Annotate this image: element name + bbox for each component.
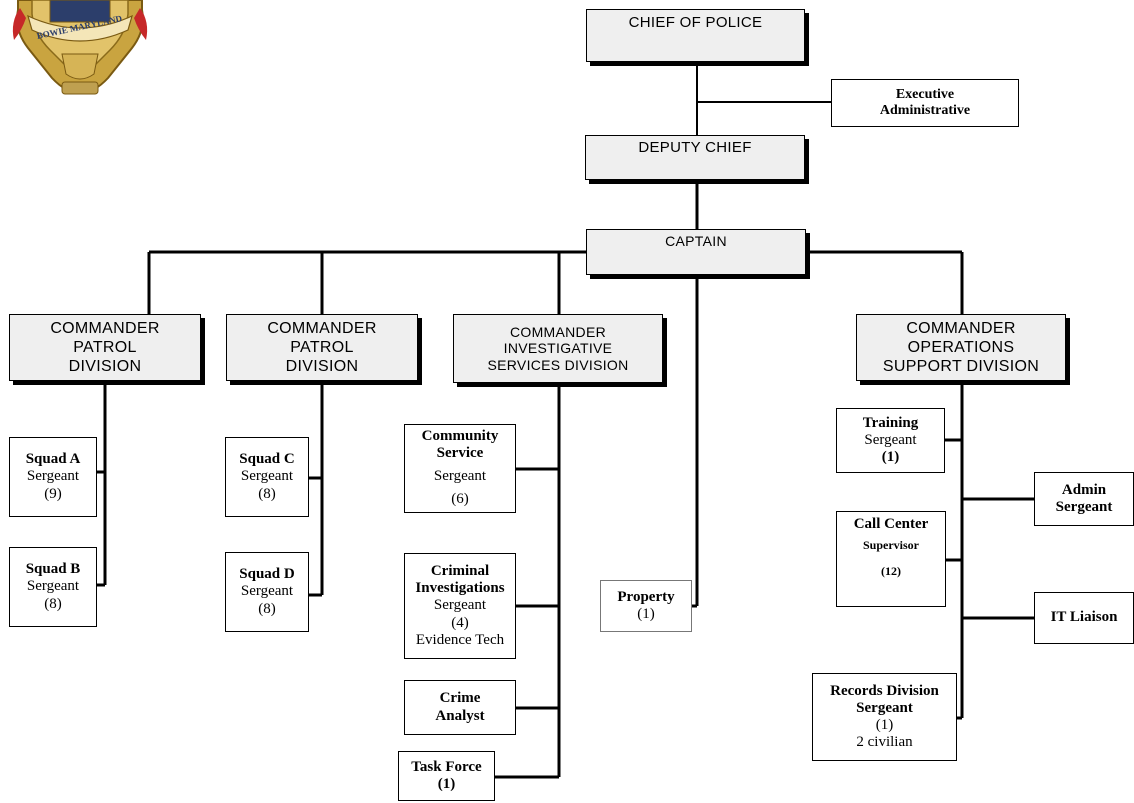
squad-d-rank: Sergeant [240, 583, 294, 600]
task-force-box: Task Force (1) [398, 751, 495, 801]
community-line1: Community [421, 428, 499, 444]
community-line2: Service [436, 445, 484, 462]
callcenter-rank: Supervisor [862, 538, 919, 553]
training-name: Training [862, 414, 919, 431]
squad-c-name: Squad C [239, 451, 295, 468]
commander-patrol-division-2: COMMANDER PATROL DIVISION [226, 314, 418, 381]
taskforce-name: Task Force [411, 758, 482, 775]
squad-b-rank: Sergeant [26, 578, 80, 595]
cmd1-line1: COMMANDER [50, 319, 160, 337]
captain-box: CAPTAIN [586, 229, 806, 275]
squad-b-box: Squad B Sergeant (8) [9, 547, 97, 627]
training-rank: Sergeant [864, 431, 917, 448]
commander-operations-support: COMMANDER OPERATIONS SUPPORT DIVISION [856, 314, 1066, 381]
admin-line1: Admin [1061, 481, 1107, 498]
cmd2-line2: PATROL [290, 338, 354, 356]
criminal-line1: Criminal [430, 562, 490, 579]
criminal-count: (4) [451, 614, 469, 631]
squad-c-box: Squad C Sergeant (8) [225, 437, 309, 517]
records-extra: 2 civilian [856, 734, 913, 751]
cmd2-line3: DIVISION [285, 358, 359, 376]
property-box: Property (1) [600, 580, 692, 632]
criminal-investigations-box: Criminal Investigations Sergeant (4) Evi… [404, 553, 516, 659]
cmd4-line1: COMMANDER [906, 319, 1016, 337]
deputy-label: DEPUTY CHIEF [638, 139, 752, 156]
exec-line2: Administrative [879, 103, 971, 118]
taskforce-count: (1) [437, 776, 456, 792]
callcenter-name: Call Center [853, 516, 929, 532]
admin-line2: Sergeant [1055, 499, 1113, 515]
training-box: Training Sergeant (1) [836, 408, 945, 473]
criminal-line2: Investigations [415, 580, 505, 597]
captain-label: CAPTAIN [665, 233, 727, 249]
criminal-extra: Evidence Tech [415, 631, 505, 648]
squad-c-rank: Sergeant [240, 468, 294, 485]
call-center-box: Call Center Supervisor (12) [836, 511, 946, 607]
squad-d-box: Squad D Sergeant (8) [225, 552, 309, 632]
community-service-box: Community Service Sergeant (6) [404, 424, 516, 513]
squad-b-name: Squad B [25, 561, 81, 578]
department-badge-logo: BOWIE MARYLAND [0, 0, 160, 100]
cmd3-line2: INVESTIGATIVE [503, 340, 613, 357]
records-count: (1) [875, 717, 894, 733]
it-liaison-label: IT Liaison [1050, 609, 1118, 626]
cmd1-line2: PATROL [73, 338, 137, 356]
it-liaison-box: IT Liaison [1034, 592, 1134, 644]
chief-of-police-box: CHIEF OF POLICE [586, 9, 805, 62]
records-name: Records Division [830, 682, 939, 699]
squad-d-name: Squad D [239, 566, 295, 583]
community-count: (6) [451, 490, 469, 507]
squad-b-count: (8) [44, 595, 62, 612]
training-count: (1) [881, 449, 900, 466]
squad-a-box: Squad A Sergeant (9) [9, 437, 97, 517]
crime-analyst-box: Crime Analyst [404, 680, 516, 735]
criminal-rank: Sergeant [433, 597, 487, 614]
cmd4-line2: OPERATIONS [907, 338, 1015, 356]
cmd3-line3: SERVICES DIVISION [487, 356, 629, 373]
commander-investigative-services: COMMANDER INVESTIGATIVE SERVICES DIVISIO… [453, 314, 663, 383]
property-name: Property [617, 588, 675, 605]
records-rank: Sergeant [856, 699, 913, 716]
cmd1-line3: DIVISION [68, 358, 142, 376]
cmd2-line1: COMMANDER [267, 319, 377, 337]
callcenter-count: (12) [881, 564, 901, 579]
squad-a-count: (9) [44, 485, 62, 502]
crime-line1: Crime [439, 690, 481, 707]
cmd4-line3: SUPPORT DIVISION [882, 358, 1040, 376]
exec-line1: Executive [895, 86, 955, 102]
executive-administrative-box: Executive Administrative [831, 79, 1019, 127]
squad-a-name: Squad A [25, 451, 81, 468]
records-division-box: Records Division Sergeant (1) 2 civilian [812, 673, 957, 761]
commander-patrol-division-1: COMMANDER PATROL DIVISION [9, 314, 201, 381]
squad-d-count: (8) [258, 600, 276, 617]
squad-a-rank: Sergeant [26, 468, 80, 485]
property-count: (1) [637, 606, 655, 622]
deputy-chief-box: DEPUTY CHIEF [585, 135, 805, 180]
crime-line2: Analyst [435, 707, 485, 724]
cmd3-line1: COMMANDER [509, 324, 607, 341]
squad-c-count: (8) [258, 485, 276, 502]
community-rank: Sergeant [433, 467, 487, 484]
admin-sergeant-box: Admin Sergeant [1034, 472, 1134, 526]
chief-label: CHIEF OF POLICE [628, 14, 763, 31]
